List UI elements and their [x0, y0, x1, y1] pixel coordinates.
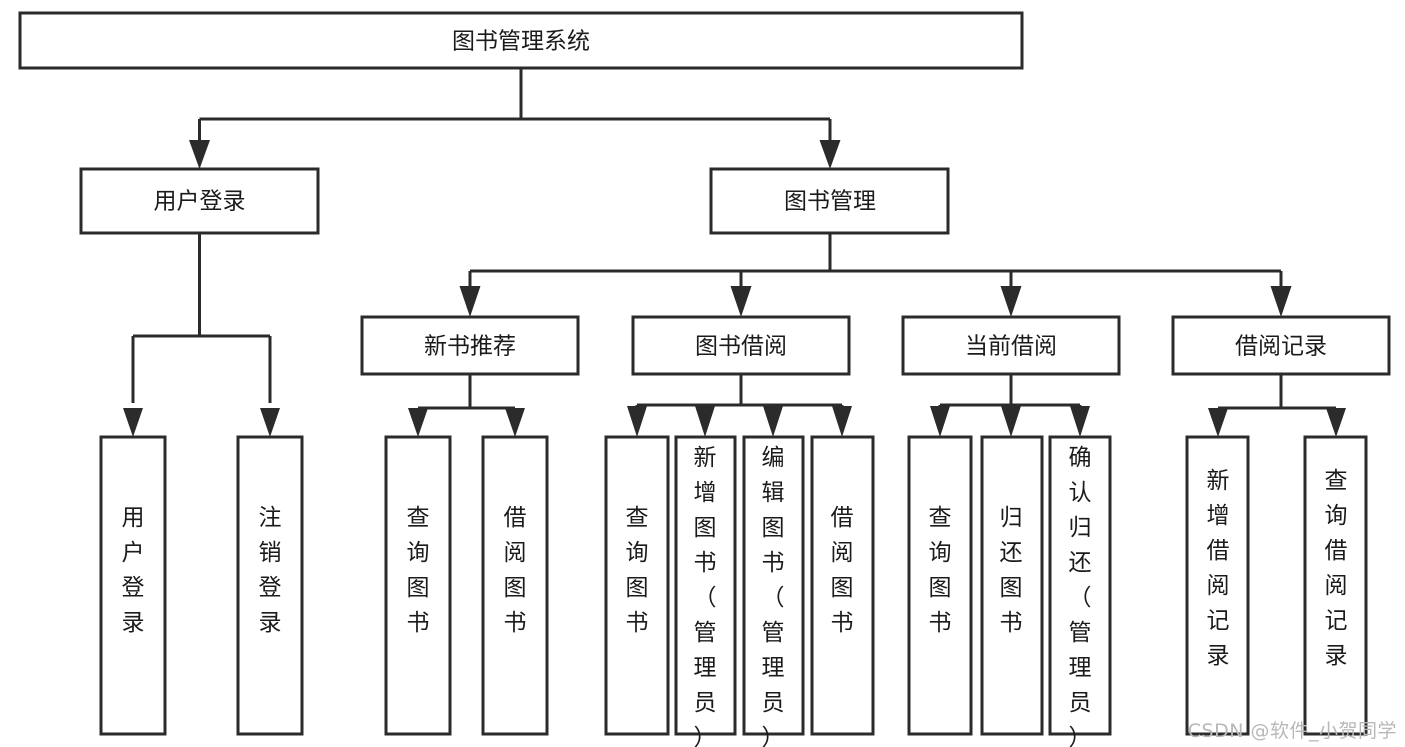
node-book-borrow-label: 图书借阅 [695, 334, 787, 360]
arrow-head-leaf-query-book-2 [627, 406, 647, 437]
node-borrow-record-label: 借阅记录 [1235, 334, 1327, 360]
arrow-head-leaf-add-book [695, 406, 715, 437]
node-borrow-record[interactable]: 借阅记录 [1171, 315, 1391, 376]
leaf-query-record-label: 查询借阅记录 [1325, 468, 1348, 669]
leaf-node-query-book-2[interactable]: 查询图书 [604, 435, 670, 736]
leaf-node-query-record[interactable]: 查询借阅记录 [1303, 435, 1368, 736]
leaf-borrow-book-2-label: 借阅图书 [831, 505, 854, 636]
node-root-label: 图书管理系统 [452, 29, 590, 55]
node-user-login-label: 用户登录 [154, 189, 246, 215]
leaf-node-confirm-return[interactable]: 确认归还（管理员） [1048, 435, 1112, 747]
node-book-manage-label: 图书管理 [784, 189, 876, 215]
leaf-user-login-label: 用户登录 [122, 505, 145, 636]
leaf-query-book-1-box[interactable] [384, 435, 452, 736]
arrow-head-new-book-recommend [459, 286, 481, 317]
arrow-head-leaf-confirm-return [1070, 406, 1090, 437]
leaf-query-book-3-label: 查询图书 [929, 505, 952, 636]
leaf-node-user-logout[interactable]: 注销登录 [236, 435, 304, 736]
leaf-query-book-2-label: 查询图书 [626, 505, 649, 636]
node-book-borrow-box[interactable] [631, 315, 851, 376]
leaf-confirm-return-box[interactable] [1048, 435, 1112, 736]
node-current-borrow-box[interactable] [901, 315, 1121, 376]
leaf-node-add-book[interactable]: 新增图书（管理员） [674, 435, 737, 747]
arrow-head-current-borrow [1000, 286, 1022, 317]
leaf-node-query-book-3[interactable]: 查询图书 [907, 435, 973, 736]
node-current-borrow[interactable]: 当前借阅 [901, 315, 1121, 376]
node-book-manage-box[interactable] [709, 167, 950, 235]
node-new-book-recommend-label: 新书推荐 [424, 334, 516, 360]
leaf-borrow-book-1-box[interactable] [481, 435, 549, 736]
node-root[interactable]: 图书管理系统 [18, 11, 1024, 70]
leaf-node-borrow-book-1[interactable]: 借阅图书 [481, 435, 549, 736]
node-borrow-record-box[interactable] [1171, 315, 1391, 376]
leaf-borrow-book-2-box[interactable] [810, 435, 875, 736]
leaf-add-book-label: 新增图书（管理员） [694, 445, 717, 747]
leaf-node-edit-book[interactable]: 编辑图书（管理员） [742, 435, 805, 747]
arrow-head-leaf-user-logout [260, 408, 280, 437]
leaf-confirm-return-label: 确认归还（管理员） [1069, 445, 1092, 747]
arrow-head-leaf-query-record [1326, 408, 1346, 437]
node-book-manage[interactable]: 图书管理 [709, 167, 950, 235]
arrow-head-user-login [189, 140, 210, 169]
leaf-edit-book-box[interactable] [742, 435, 805, 736]
leaf-node-return-book[interactable]: 归还图书 [980, 435, 1044, 736]
arrow-head-leaf-query-book-1 [408, 408, 428, 437]
leaf-add-record-label: 新增借阅记录 [1207, 468, 1230, 669]
arrow-head-leaf-edit-book [763, 406, 783, 437]
leaf-return-book-label: 归还图书 [1000, 505, 1023, 636]
leaf-return-book-box[interactable] [980, 435, 1044, 736]
leaf-borrow-book-1-label: 借阅图书 [504, 505, 527, 636]
arrow-head-book-borrow [730, 286, 752, 317]
arrow-head-leaf-query-book-3 [930, 406, 950, 437]
node-new-book-recommend[interactable]: 新书推荐 [360, 315, 580, 376]
node-user-login-box[interactable] [79, 167, 320, 235]
leaf-edit-book-label: 编辑图书（管理员） [762, 445, 785, 747]
arrow-head-leaf-add-record [1208, 408, 1228, 437]
arrow-head-borrow-record [1270, 286, 1292, 317]
leaf-user-logout-box[interactable] [236, 435, 304, 736]
leaf-node-borrow-book-2[interactable]: 借阅图书 [810, 435, 875, 736]
leaf-user-login-box[interactable] [99, 435, 167, 736]
arrow-head-book-manage [819, 140, 841, 169]
leaf-node-query-book-1[interactable]: 查询图书 [384, 435, 452, 736]
leaf-query-book-1-label: 查询图书 [407, 505, 430, 636]
node-book-borrow[interactable]: 图书借阅 [631, 315, 851, 376]
leaf-user-logout-label: 注销登录 [259, 505, 282, 636]
connector-group [123, 68, 1346, 437]
leaf-add-book-box[interactable] [674, 435, 737, 736]
leaf-query-book-3-box[interactable] [907, 435, 973, 736]
leaf-query-record-box[interactable] [1303, 435, 1368, 736]
arrow-head-leaf-borrow-book-1 [505, 408, 525, 437]
leaf-node-add-record[interactable]: 新增借阅记录 [1185, 435, 1250, 736]
node-current-borrow-label: 当前借阅 [965, 334, 1057, 360]
arrow-head-leaf-borrow-book-2 [832, 406, 852, 437]
leaf-query-book-2-box[interactable] [604, 435, 670, 736]
leaf-add-record-box[interactable] [1185, 435, 1250, 736]
node-root-box[interactable] [18, 11, 1024, 70]
node-user-login[interactable]: 用户登录 [79, 167, 320, 235]
node-new-book-recommend-box[interactable] [360, 315, 580, 376]
leaf-node-user-login[interactable]: 用户登录 [99, 435, 167, 736]
arrow-head-leaf-user-login [123, 408, 143, 437]
arrow-head-leaf-return-book [1001, 406, 1021, 437]
